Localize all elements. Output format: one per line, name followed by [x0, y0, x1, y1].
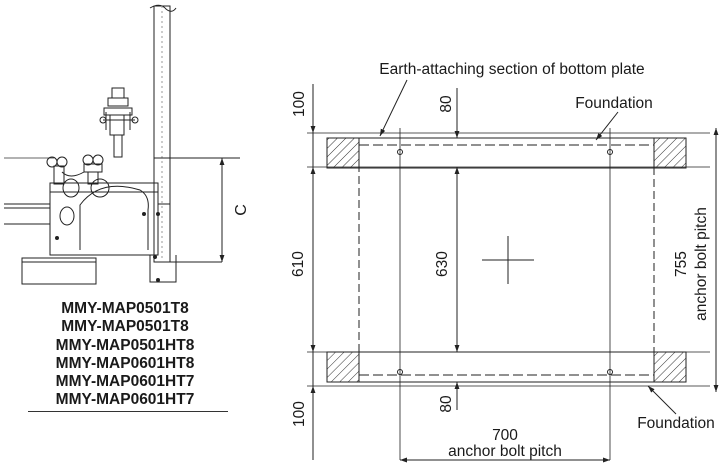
dim-80-bottom-label: 80	[438, 395, 455, 413]
dimension-c-label: C	[233, 204, 250, 216]
hatch-bottom-left	[326, 351, 360, 383]
dim-80-top-label: 80	[438, 95, 455, 113]
foundation-label-bottom: Foundation	[637, 415, 715, 432]
model-list: MMY-MAP0501T8 MMY-MAP0501T8 MMY-MAP0501H…	[14, 300, 236, 410]
hatch-top-left	[326, 137, 360, 169]
model-list-underline	[28, 411, 228, 412]
dimension-c	[170, 157, 240, 262]
dim-630-label: 630	[434, 251, 451, 277]
model-name: MMY-MAP0501HT8	[55, 336, 195, 354]
dim-700-label: 700	[492, 427, 518, 444]
valve-assembly-lower	[46, 154, 104, 185]
valve-assembly-upper	[99, 87, 139, 158]
foundation-label-top: Foundation	[575, 95, 653, 112]
dim-100-bottom-label: 100	[291, 401, 308, 427]
foundation-strip-bottom	[358, 351, 655, 383]
earth-attaching-label: Earth-attaching section of bottom plate	[379, 61, 644, 78]
foundation-block	[21, 257, 97, 285]
leader-earth	[379, 79, 408, 137]
hatch-bottom-right	[653, 351, 687, 383]
leader-foundation-top	[595, 111, 619, 141]
model-name: MMY-MAP0501T8	[61, 300, 189, 317]
model-name: MMY-MAP0501T8	[61, 318, 189, 336]
vertical-duct	[153, 5, 171, 263]
dim-610-label: 610	[290, 251, 307, 277]
hatch-top-right	[653, 137, 687, 169]
model-name: MMY-MAP0601HT8	[55, 354, 195, 372]
leader-foundation-bottom	[647, 385, 677, 415]
unit-base	[149, 255, 177, 283]
duct-break-mark	[149, 4, 177, 12]
dim-700-sub-label: anchor bolt pitch	[448, 443, 562, 460]
foundation-strip-top	[358, 137, 655, 169]
dim-100-top-label: 100	[291, 91, 308, 117]
dim-755-sub-label: anchor bolt pitch	[693, 207, 710, 321]
unit-side-view	[4, 4, 240, 285]
plan-view	[307, 79, 719, 463]
dim-755-label: 755	[673, 251, 690, 277]
cabinet-arch	[79, 185, 149, 250]
model-name: MMY-MAP0601HT7	[55, 391, 195, 409]
unit-cabinet	[49, 182, 159, 256]
model-name: MMY-MAP0601HT7	[55, 373, 195, 391]
